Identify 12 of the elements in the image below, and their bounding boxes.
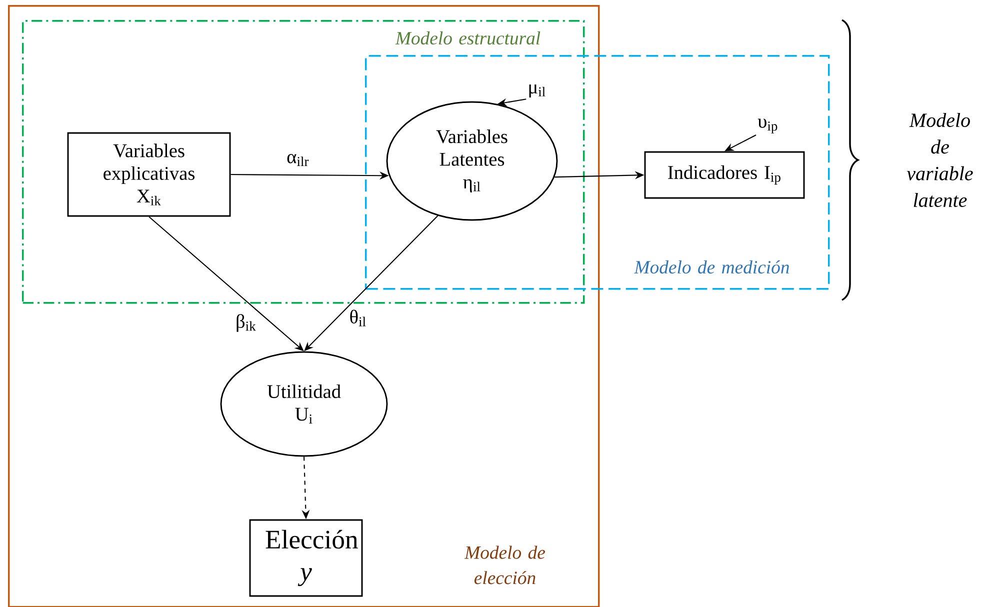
error-term: μ$_{il}$ <box>529 84 546 98</box>
frame-title: Modelo estructural <box>395 31 540 45</box>
edge-label: β$_{ik}$ <box>234 312 258 334</box>
indicator-box: Indicadores I$_{ip}$ <box>644 151 805 199</box>
frame-title: Modelo de elección <box>464 546 545 584</box>
edge-label: θ$_{il}$ <box>348 308 368 328</box>
choice-box: Elección y <box>249 519 363 597</box>
edge-label: α$_{ilr}$ <box>285 152 311 168</box>
error-term: υ$_{ip}$ <box>758 118 778 134</box>
group-label: Modelo de variable latente <box>906 112 973 208</box>
variable-box: Variables explicativas X$_{ik}$ <box>67 132 231 217</box>
frame-title: Modelo de medición <box>634 260 789 274</box>
